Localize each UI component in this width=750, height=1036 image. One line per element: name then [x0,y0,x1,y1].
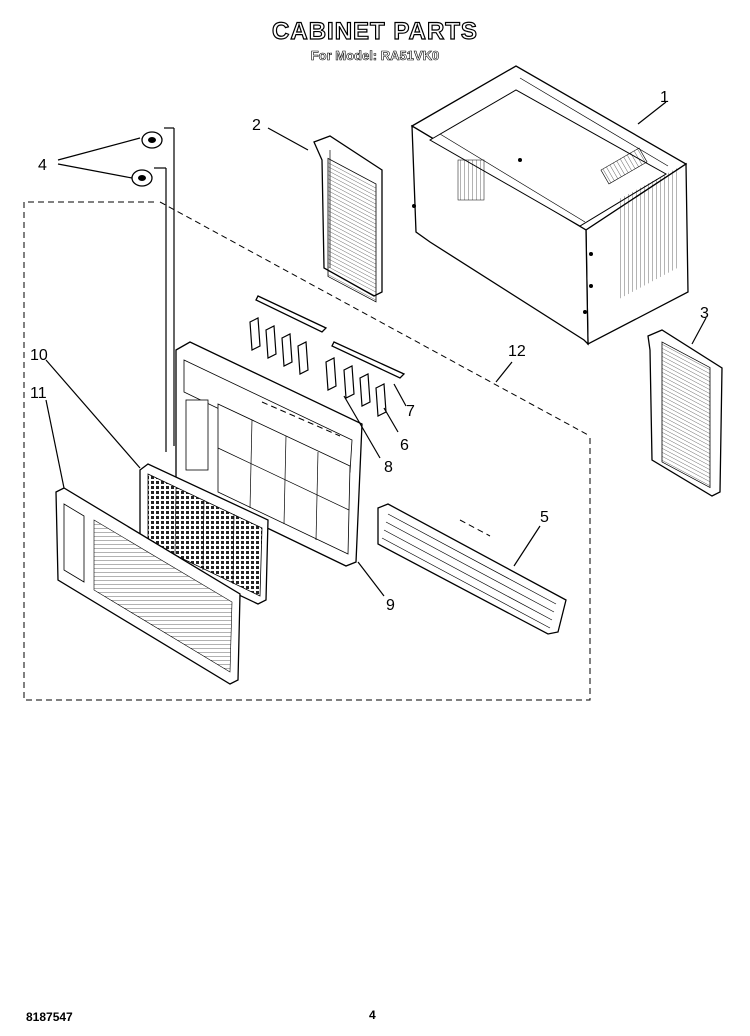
callout-labels: 1 2 3 4 5 6 7 8 9 10 11 12 [30,89,709,614]
callout-12: 12 [508,343,526,360]
side-curtain-left [313,135,383,303]
cabinet-shell [410,65,689,346]
callout-1: 1 [660,89,669,106]
callout-2: 2 [252,117,261,134]
callout-9: 9 [386,597,395,614]
discharge-louver [377,503,567,635]
callout-10: 10 [30,347,48,364]
front-assembly-boundary [23,201,591,701]
side-curtain-right [647,329,723,497]
callout-4: 4 [38,157,47,174]
page-title: CABINET PARTS [271,17,478,45]
front-panel-frame [175,341,363,567]
model-subtitle: For Model: RA51VK0 [310,48,440,64]
control-knobs [131,127,175,452]
callout-3: 3 [700,305,709,322]
air-filter [139,463,269,605]
callout-11: 11 [30,385,47,402]
callout-6: 6 [400,437,409,454]
document-number: 8187547 [26,1010,73,1024]
leader-lines [45,101,707,597]
page-number: 4 [369,1008,376,1022]
callout-7: 7 [406,403,415,420]
front-grille [55,487,241,685]
callout-5: 5 [540,509,549,526]
callout-8: 8 [384,459,393,476]
